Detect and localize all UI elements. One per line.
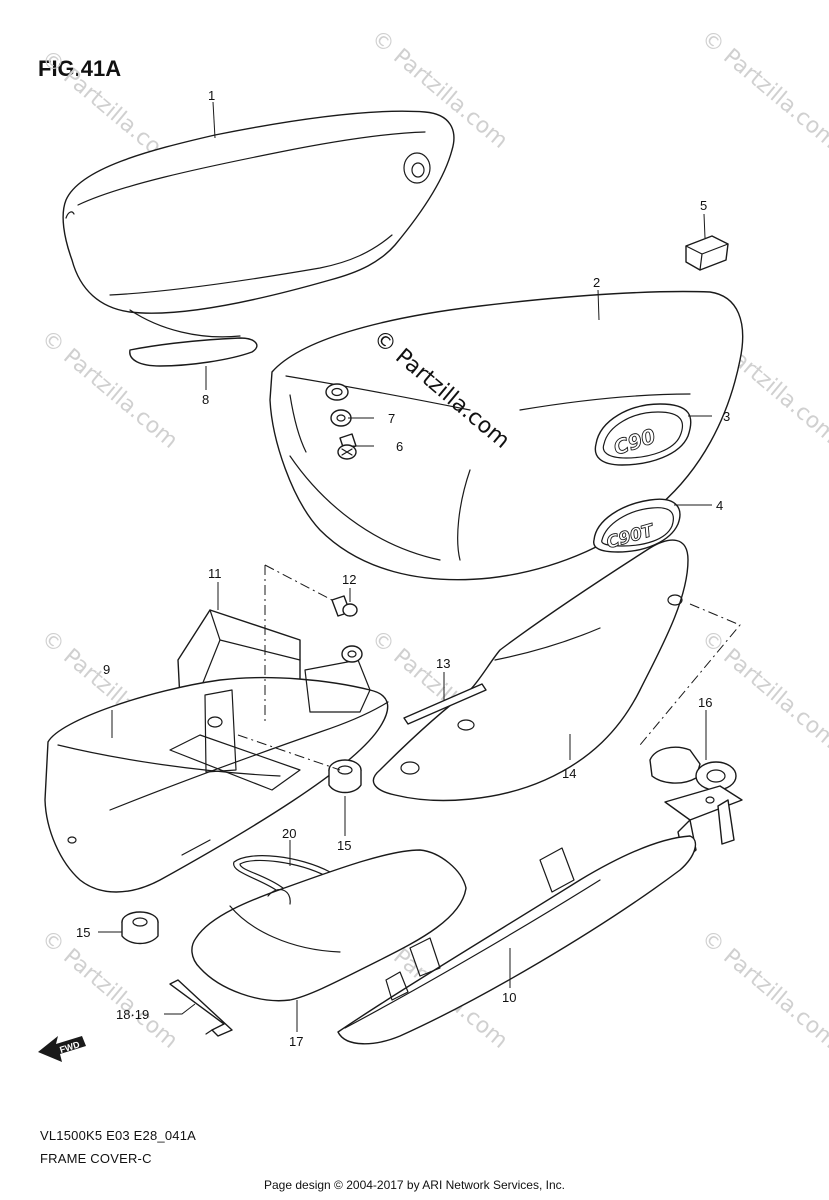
callout-2[interactable]: 2 — [593, 275, 600, 290]
callout-3[interactable]: 3 — [723, 409, 730, 424]
copyright-footer: Page design © 2004-2017 by ARI Network S… — [263, 1178, 565, 1192]
part-3-emblem[interactable]: C90 — [594, 403, 692, 466]
callout-17[interactable]: 17 — [289, 1034, 303, 1049]
callout-16[interactable]: 16 — [698, 695, 712, 710]
part-9-tray[interactable] — [44, 659, 389, 893]
section-name: FRAME COVER-C — [40, 1151, 152, 1166]
part-8-bracket[interactable] — [129, 337, 258, 367]
callout-9[interactable]: 9 — [103, 662, 110, 677]
part-15-grommet-lower[interactable] — [121, 911, 159, 945]
watermark: © Partzilla.com — [36, 925, 182, 1053]
model-code: VL1500K5 E03 E28_041A — [40, 1128, 196, 1143]
figure-title: FIG.41A — [38, 56, 122, 81]
callout-18-19[interactable]: 18·19 — [116, 1007, 149, 1022]
part-10-lower-cover[interactable] — [337, 835, 697, 1045]
watermark: © Partzilla.com — [696, 25, 829, 153]
part-12-bolt[interactable] — [331, 595, 358, 617]
callout-20[interactable]: 20 — [282, 826, 296, 841]
callout-7[interactable]: 7 — [388, 411, 395, 426]
callout-13[interactable]: 13 — [436, 656, 450, 671]
callout-labels: 1 2 3 4 5 6 7 8 9 10 11 12 13 14 15 15 1… — [76, 88, 730, 1049]
tray-bushing[interactable] — [341, 645, 363, 663]
part-7-washer[interactable] — [325, 383, 352, 427]
part-6-screw[interactable] — [337, 433, 357, 460]
watermark: © Partzilla.com — [696, 625, 829, 753]
callout-8[interactable]: 8 — [202, 392, 209, 407]
callout-10[interactable]: 10 — [502, 990, 516, 1005]
part-17-bag[interactable] — [191, 849, 467, 1002]
part-14-frame-cover[interactable] — [372, 539, 689, 802]
fwd-arrow-icon: FWD — [38, 1036, 86, 1062]
callout-15-lower[interactable]: 15 — [76, 925, 90, 940]
watermark: © Partzilla.com — [696, 925, 829, 1053]
fwd-label: FWD — [58, 1039, 81, 1055]
callout-5[interactable]: 5 — [700, 198, 707, 213]
callout-leaders — [98, 101, 712, 1032]
assembly-lines — [237, 564, 741, 771]
part-5-cushion[interactable] — [685, 235, 729, 271]
callout-15-upper[interactable]: 15 — [337, 838, 351, 853]
part-1-side-cover[interactable] — [62, 110, 455, 338]
part-13-trim[interactable] — [403, 683, 487, 725]
part-4-emblem[interactable]: C90T — [593, 498, 681, 554]
emblem-3-text: C90 — [611, 424, 659, 460]
callout-4[interactable]: 4 — [716, 498, 723, 513]
part-15-grommet-upper[interactable] — [328, 759, 362, 794]
callout-6[interactable]: 6 — [396, 439, 403, 454]
callout-11[interactable]: 11 — [208, 566, 222, 581]
part-18-19-hex-key[interactable] — [169, 979, 233, 1037]
callout-12[interactable]: 12 — [342, 572, 356, 587]
callout-1[interactable]: 1 — [208, 88, 215, 103]
callout-14[interactable]: 14 — [562, 766, 576, 781]
